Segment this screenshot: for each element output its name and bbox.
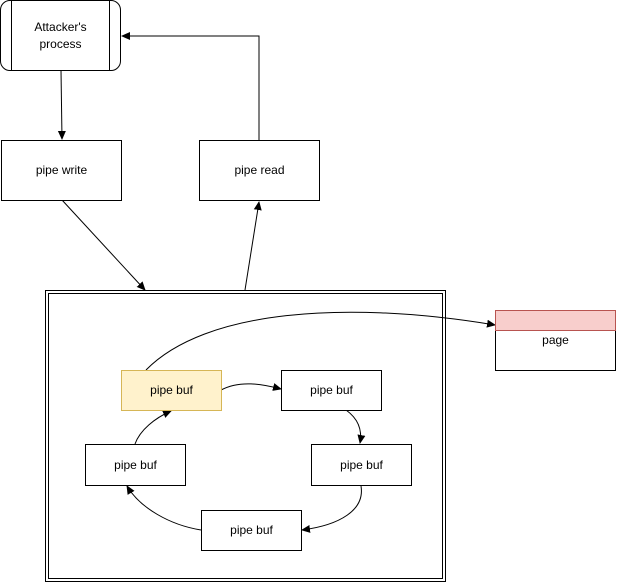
arrow-process-to-pipe-write xyxy=(57,69,66,140)
attacker-process-node[interactable]: Attacker's process xyxy=(0,0,121,71)
attacker-process-label: Attacker's process xyxy=(34,20,87,51)
pipe-read-label: pipe read xyxy=(234,163,285,178)
pipe-write-label: pipe write xyxy=(35,163,88,178)
pipe-buf-left[interactable]: pipe buf xyxy=(85,444,186,486)
page-header-stripe xyxy=(495,310,616,331)
arrow-buf3-to-buf4 xyxy=(301,485,362,533)
arrow-buf4-to-buf5 xyxy=(126,485,202,531)
arrow-pipe-write-to-ring xyxy=(61,199,146,291)
pipe-buf-right-top[interactable]: pipe buf xyxy=(281,370,382,411)
pipe-buf-label: pipe buf xyxy=(340,457,383,472)
pipe-write-node[interactable]: pipe write xyxy=(1,140,122,201)
process-right-bar xyxy=(109,1,110,70)
page-label: page xyxy=(542,333,569,348)
pipe-buf-label: pipe buf xyxy=(150,383,193,398)
pipe-ring-inner-border xyxy=(48,293,443,579)
arrow-buf-to-page xyxy=(145,311,496,371)
arrow-buf5-to-buf1 xyxy=(134,410,172,445)
pipe-ring-container xyxy=(45,290,446,582)
pipe-buf-right-bottom[interactable]: pipe buf xyxy=(311,444,412,486)
pipe-buf-label: pipe buf xyxy=(114,457,157,472)
arrow-ring-to-pipe-read xyxy=(244,201,262,291)
arrow-buf1-to-buf2 xyxy=(220,383,282,391)
pipe-buf-highlighted[interactable]: pipe buf xyxy=(121,370,222,411)
process-left-bar xyxy=(11,1,12,70)
arrow-pipe-read-to-process xyxy=(121,32,260,140)
arrow-buf2-to-buf3 xyxy=(345,409,366,444)
pipe-buf-label: pipe buf xyxy=(310,383,353,398)
pipe-buf-bottom[interactable]: pipe buf xyxy=(201,510,302,551)
pipe-read-node[interactable]: pipe read xyxy=(199,140,320,201)
pipe-buf-label: pipe buf xyxy=(230,523,273,538)
